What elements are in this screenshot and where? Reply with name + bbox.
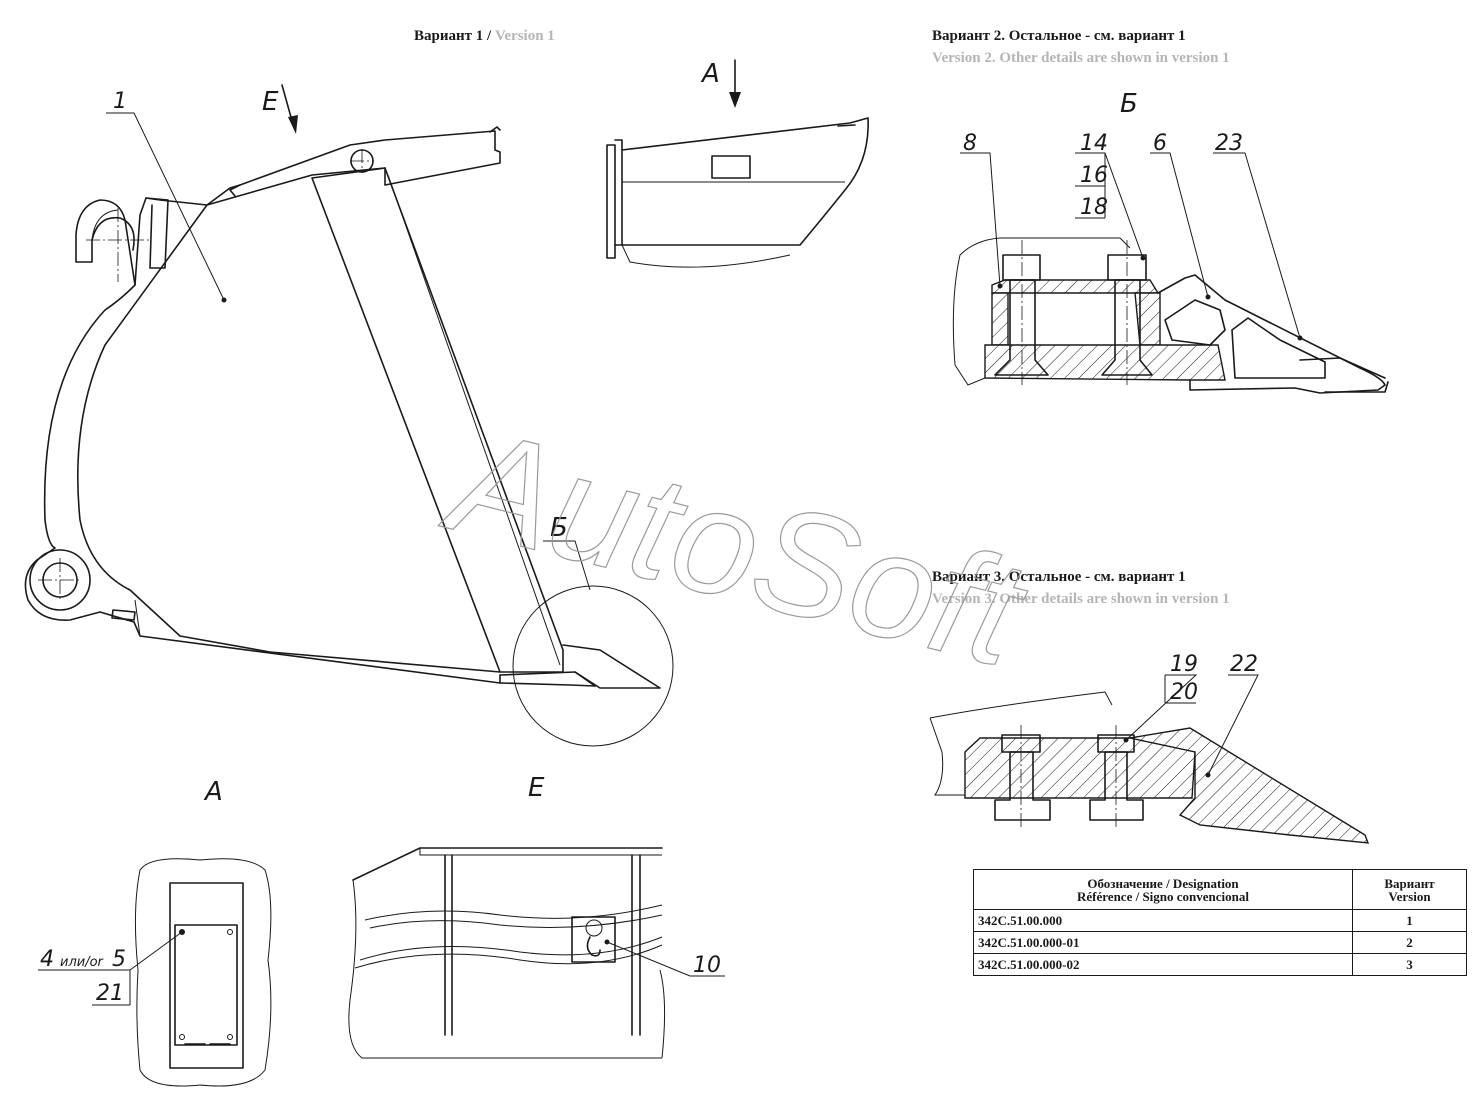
header-version-line1: Вариант bbox=[1384, 875, 1435, 891]
row-designation: 342С.51.00.000-02 bbox=[973, 953, 1353, 976]
row-version: 1 bbox=[1352, 909, 1467, 932]
row-designation: 342С.51.00.000 bbox=[973, 909, 1353, 932]
view-label-b-detail: Б bbox=[550, 513, 568, 543]
callout-18: 18 bbox=[1080, 195, 1108, 220]
callout-14: 14 bbox=[1080, 131, 1108, 156]
variant1-title-en: Version 1 bbox=[495, 28, 555, 44]
callout-20: 20 bbox=[1170, 680, 1198, 705]
view-label-b-section: Б bbox=[1120, 89, 1138, 119]
callout-6: 6 bbox=[1153, 131, 1167, 156]
section-variant3: 19 20 22 bbox=[929, 652, 1370, 844]
callout-23: 23 bbox=[1215, 131, 1243, 156]
watermark: AutoSoft bbox=[430, 394, 1042, 699]
callout-1: 1 bbox=[113, 89, 127, 114]
header-designation-line2: Référence / Signo convencional bbox=[1077, 888, 1249, 904]
variant2-title-ru: Вариант 2. Остальное - см. вариант 1 bbox=[932, 28, 1186, 44]
callout-8: 8 bbox=[963, 131, 977, 156]
bucket-side-view: 1 Е bbox=[24, 84, 661, 689]
table-header-row: Обозначение / Designation Référence / Si… bbox=[973, 869, 1467, 910]
callout-4-or: или/or bbox=[60, 955, 105, 970]
view-e-bottom: Е 10 bbox=[348, 773, 725, 1059]
callout-5: 5 bbox=[112, 947, 126, 972]
header-designation-line1: Обозначение / Designation bbox=[1087, 875, 1239, 891]
view-label-a-top: А bbox=[700, 59, 720, 89]
variant1-title-ru: Вариант 1 bbox=[414, 28, 483, 44]
view-a-top: А bbox=[606, 59, 869, 268]
variant1-title-sep: / bbox=[483, 28, 495, 44]
row-version: 3 bbox=[1352, 953, 1467, 976]
callout-19: 19 bbox=[1170, 652, 1198, 677]
header-version-line2: Version bbox=[1388, 888, 1431, 904]
variant3-title-en: Version 3. Other details are shown in ve… bbox=[932, 591, 1230, 607]
callout-22: 22 bbox=[1230, 652, 1258, 677]
variant1-title: Вариант 1 / Version 1 bbox=[414, 28, 555, 44]
detail-b-circle: Б bbox=[512, 513, 674, 747]
callout-21: 21 bbox=[96, 981, 124, 1006]
view-a-bottom: А 4 или/or 5 21 bbox=[38, 777, 272, 1087]
designation-table: Обозначение / Designation Référence / Si… bbox=[973, 869, 1467, 976]
header-designation: Обозначение / Designation Référence / Si… bbox=[973, 869, 1353, 910]
table-row: 342С.51.00.000 1 bbox=[973, 909, 1467, 932]
view-label-e-top: Е bbox=[262, 87, 279, 117]
row-version: 2 bbox=[1352, 931, 1467, 954]
table-row: 342С.51.00.000-01 2 bbox=[973, 931, 1467, 954]
row-designation: 342С.51.00.000-01 bbox=[973, 931, 1353, 954]
section-b-variant2: Б 8 14 16 18 bbox=[952, 89, 1389, 394]
callout-16: 16 bbox=[1080, 163, 1108, 188]
callout-10: 10 bbox=[693, 953, 721, 978]
header-version: Вариант Version bbox=[1352, 869, 1467, 910]
view-label-a-bottom: А bbox=[203, 777, 223, 807]
table-row: 342С.51.00.000-02 3 bbox=[973, 953, 1467, 976]
variant3-title-ru: Вариант 3. Остальное - см. вариант 1 bbox=[932, 569, 1186, 585]
variant2-title-en: Version 2. Other details are shown in ve… bbox=[932, 50, 1230, 66]
view-label-e-bottom: Е bbox=[528, 773, 545, 803]
callout-4: 4 bbox=[40, 947, 54, 972]
